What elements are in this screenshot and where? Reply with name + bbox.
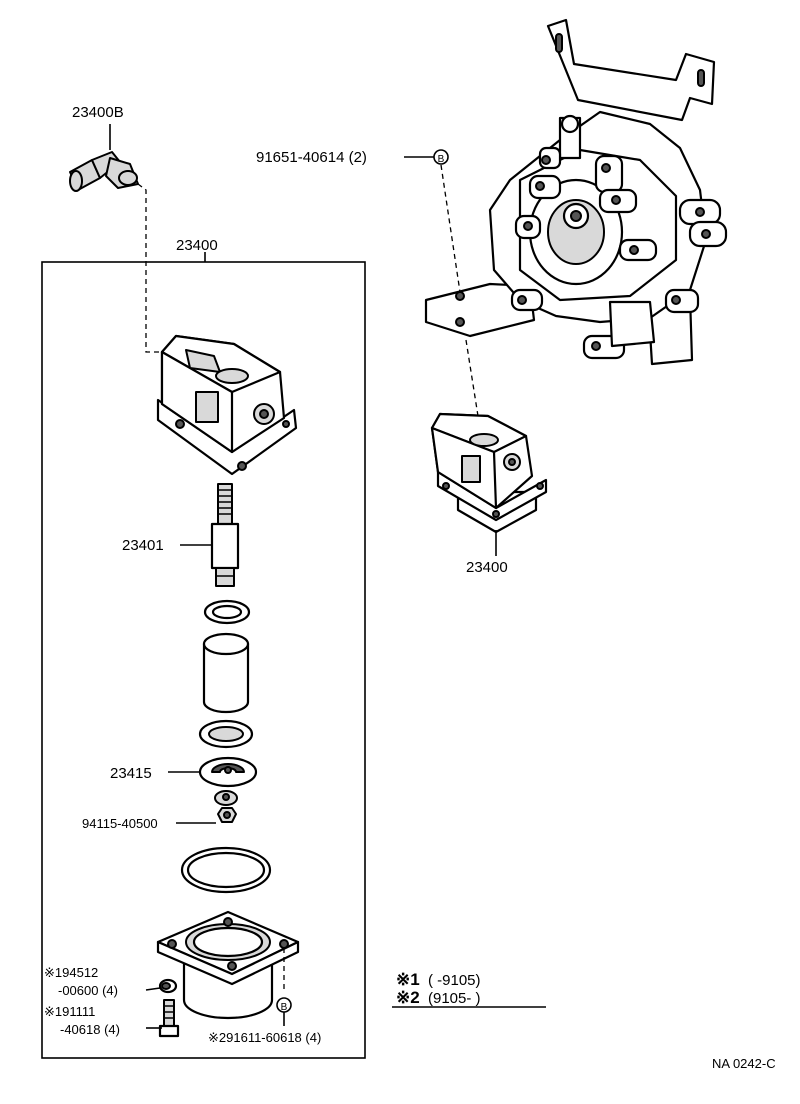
label-valve-disc: 23415 xyxy=(110,765,152,782)
marker-b-bottom-text: B xyxy=(281,1002,288,1013)
label-washer-1: ※194512 xyxy=(44,965,98,980)
label-assembly: 23400 xyxy=(466,559,508,576)
legend-mark-2: ※2 xyxy=(396,988,420,1007)
washer-small xyxy=(158,978,178,994)
legend-text-1: ( -9105) xyxy=(428,972,481,989)
label-bolt-b: 91651-40614 (2) xyxy=(256,149,367,166)
valve-disc xyxy=(198,756,258,788)
label-nut: 94115-40500 xyxy=(82,816,158,831)
label-washer-2: -00600 (4) xyxy=(58,983,118,998)
gasket-ring xyxy=(198,719,254,749)
marker-b-top-text: B xyxy=(438,154,445,165)
pump-assembly xyxy=(488,110,728,360)
o-ring-large xyxy=(180,846,272,894)
drawing-code: NA 0242-C xyxy=(712,1056,776,1071)
label-bolt-1: ※191111 xyxy=(44,1004,95,1019)
label-elbow: 23400B xyxy=(72,104,124,121)
group-frame xyxy=(41,261,366,1059)
legend-mark-1: ※1 xyxy=(396,970,420,989)
elbow-fitting xyxy=(69,151,139,192)
leader-washer xyxy=(145,987,161,991)
label-shaft: 23401 xyxy=(122,537,164,554)
o-ring-upper xyxy=(203,599,251,625)
dash-assembly xyxy=(465,339,479,417)
sleeve xyxy=(202,632,250,714)
upper-housing xyxy=(156,334,298,476)
nut-parts xyxy=(214,790,238,823)
bolt-small xyxy=(158,999,180,1038)
flange-base xyxy=(156,910,300,1020)
legend-text-2: (9105- ) xyxy=(428,990,481,1007)
label-bolt-2: -40618 (4) xyxy=(60,1022,120,1037)
assembly-housing xyxy=(430,412,548,534)
label-bottom-bolt: ※291611-60618 (4) xyxy=(208,1030,321,1045)
marker-b-top xyxy=(433,149,449,165)
shaft xyxy=(210,483,240,587)
label-housing-group: 23400 xyxy=(176,237,218,254)
dash-bolt-b xyxy=(440,164,461,293)
legend: ※1 ( -9105) ※2 (9105- ) xyxy=(392,970,546,1008)
dash-elbow xyxy=(137,183,160,353)
